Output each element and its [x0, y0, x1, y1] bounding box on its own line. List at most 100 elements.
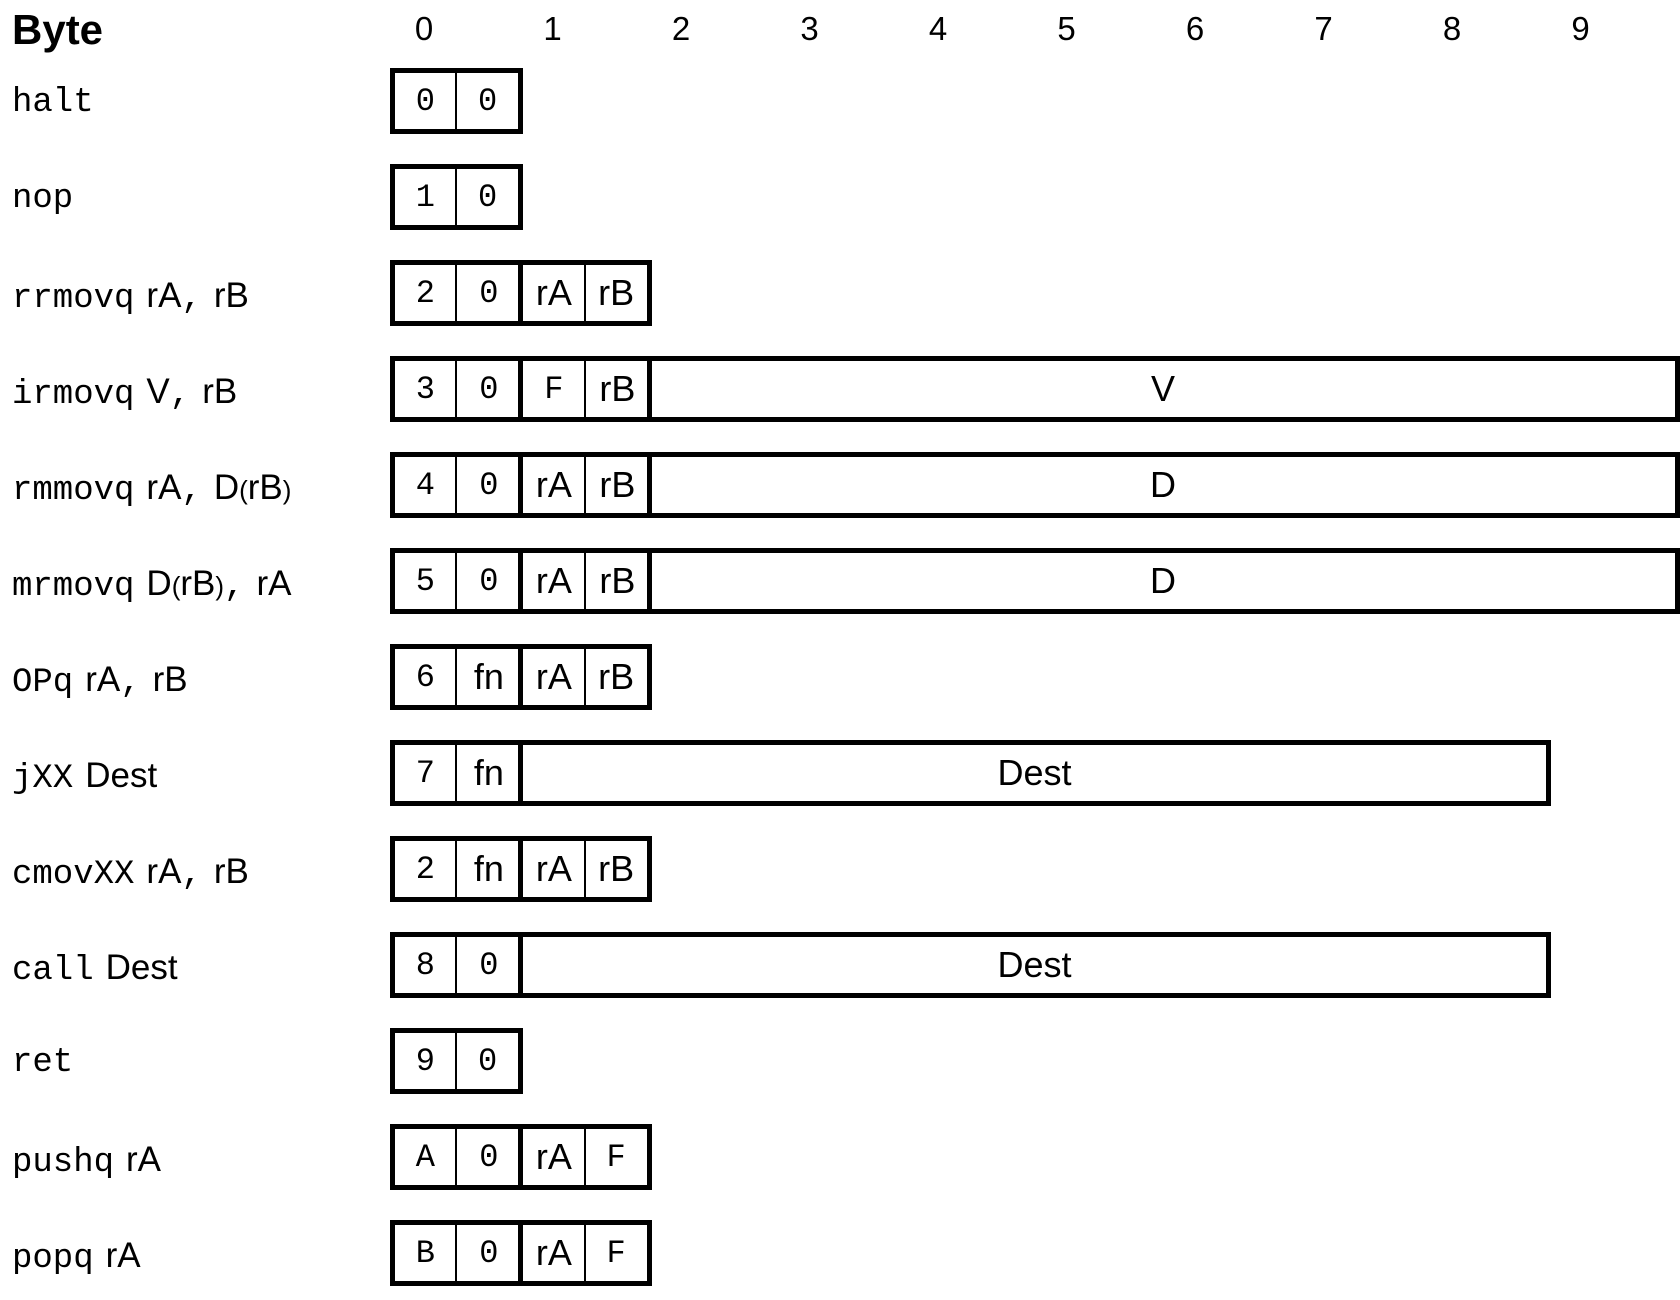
- byte-number: 7: [1314, 10, 1333, 47]
- encoding-field: 2: [389, 260, 457, 326]
- instruction-operand: rB: [213, 852, 249, 891]
- encoding-field: 0: [455, 1220, 521, 1286]
- instruction-operand: D: [213, 468, 240, 507]
- instruction-mnemonic: cmovXX: [12, 856, 135, 894]
- encoding-field: 0: [455, 68, 523, 134]
- instruction-operand: rA: [105, 1236, 141, 1275]
- instruction-operand: rB: [180, 564, 216, 603]
- encoding-field: 8: [389, 932, 457, 998]
- instruction-operand: ): [282, 475, 292, 505]
- encoding-field: 4: [389, 452, 457, 518]
- instruction-label: rrmovq rA, rB: [12, 278, 249, 316]
- encoding-field: rB: [583, 356, 649, 422]
- instruction-operand: V: [146, 372, 170, 411]
- byte-number: 2: [671, 10, 691, 47]
- encoding-field: rA: [518, 452, 585, 518]
- instruction-operand: rB: [247, 468, 283, 507]
- instruction-mnemonic: popq: [12, 1240, 94, 1278]
- instruction-label: nop: [12, 182, 73, 216]
- byte-number: 9: [1571, 10, 1590, 47]
- instruction-operand: rB: [202, 372, 238, 411]
- encoding-field: rA: [518, 260, 585, 326]
- instruction-operand: ,: [181, 472, 202, 510]
- instruction-label: irmovq V, rB: [12, 374, 237, 412]
- encoding-field: 3: [389, 356, 457, 422]
- encoding-field: rB: [583, 452, 649, 518]
- instruction-mnemonic: rrmovq: [12, 280, 135, 318]
- encoding-field: 0: [455, 260, 521, 326]
- encoding-field: 0: [455, 932, 521, 998]
- instruction-operand: (: [171, 571, 181, 601]
- instruction-operand: ,: [224, 568, 245, 606]
- encoding-field: Dest: [518, 740, 1551, 806]
- byte-header: Byte: [12, 6, 104, 53]
- byte-number: 1: [543, 10, 562, 47]
- instruction-mnemonic: irmovq: [12, 376, 135, 414]
- encoding-field: 0: [455, 164, 523, 230]
- byte-number: 0: [414, 10, 434, 47]
- encoding-field: V: [646, 356, 1680, 422]
- instruction-operand: (: [239, 475, 248, 505]
- instruction-mnemonic: ret: [12, 1044, 74, 1082]
- instruction-operand: ,: [120, 664, 141, 702]
- encoding-field: rB: [583, 548, 649, 614]
- instruction-operand: Dest: [85, 756, 158, 795]
- encoding-field: F: [583, 1124, 652, 1190]
- encoding-field: fn: [455, 740, 521, 806]
- encoding-field: 0: [389, 68, 457, 134]
- instruction-operand: ,: [169, 376, 191, 414]
- instruction-mnemonic: call: [12, 952, 94, 990]
- instruction-operand: rA: [146, 852, 182, 891]
- instruction-mnemonic: pushq: [12, 1144, 115, 1182]
- encoding-field: fn: [455, 644, 521, 710]
- encoding-field: 0: [455, 452, 521, 518]
- instruction-operand: ,: [181, 856, 202, 894]
- instruction-operand: rA: [256, 564, 292, 603]
- encoding-field: 5: [389, 548, 457, 614]
- encoding-field: fn: [455, 836, 521, 902]
- encoding-field: A: [389, 1124, 457, 1190]
- instruction-operand: rA: [146, 276, 182, 315]
- encoding-field: rA: [518, 1124, 585, 1190]
- encoding-field: Dest: [518, 932, 1551, 998]
- instruction-mnemonic: rmmovq: [12, 472, 135, 510]
- encoding-field: B: [389, 1220, 457, 1286]
- encoding-field: 0: [455, 1124, 521, 1190]
- byte-number: 8: [1442, 10, 1462, 47]
- instruction-label: jXX Dest: [12, 758, 157, 796]
- encoding-field: 2: [389, 836, 457, 902]
- instruction-mnemonic: OPq: [12, 664, 74, 702]
- instruction-label: halt: [12, 86, 94, 120]
- encoding-field: rB: [583, 836, 652, 902]
- instruction-operand: D: [146, 564, 172, 603]
- byte-number: 5: [1057, 10, 1076, 47]
- encoding-field: D: [646, 452, 1680, 518]
- instruction-operand: rA: [85, 660, 121, 699]
- encoding-field: rA: [518, 548, 585, 614]
- instruction-operand: rA: [126, 1140, 162, 1179]
- instruction-mnemonic: jXX: [12, 760, 74, 798]
- instruction-operand: rB: [213, 276, 249, 315]
- instruction-operand: ): [215, 571, 225, 601]
- instruction-label: ret: [12, 1046, 73, 1080]
- encoding-field: 9: [389, 1028, 457, 1094]
- encoding-field: F: [518, 356, 585, 422]
- encoding-field: F: [583, 1220, 652, 1286]
- encoding-field: rA: [518, 836, 585, 902]
- encoding-field: 0: [455, 1028, 523, 1094]
- encoding-field: rA: [518, 644, 585, 710]
- instruction-mnemonic: nop: [12, 180, 74, 218]
- instruction-operand: ,: [181, 280, 202, 318]
- encoding-field: 6: [389, 644, 457, 710]
- byte-number: 6: [1185, 10, 1205, 47]
- instruction-label: mrmovq D(rB), rA: [12, 566, 291, 604]
- encoding-field: 0: [455, 356, 521, 422]
- instruction-label: cmovXX rA, rB: [12, 854, 249, 892]
- instruction-mnemonic: mrmovq: [12, 568, 135, 606]
- instruction-operand: rB: [152, 660, 188, 699]
